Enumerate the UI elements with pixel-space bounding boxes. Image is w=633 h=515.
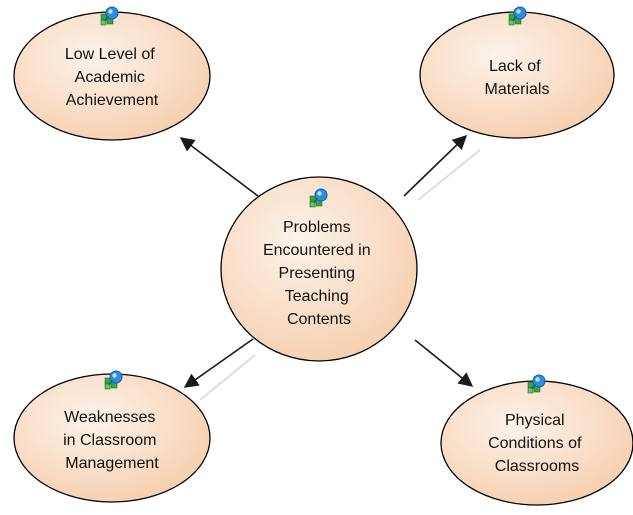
- node-line: Academic: [75, 69, 145, 86]
- center-line: Contents: [287, 311, 351, 328]
- node-line: Weaknesses: [64, 409, 155, 426]
- ghost-line: [417, 149, 481, 201]
- node-ellipse: [419, 11, 615, 139]
- node-line: Physical: [505, 412, 565, 429]
- concept-map-node-icon: [508, 6, 527, 26]
- center-line: Presenting: [279, 265, 356, 282]
- node-line: in Classroom: [63, 432, 156, 449]
- arrow-to-low-level: [179, 137, 259, 197]
- node-physical-conditions-of-classrooms[interactable]: Physical Conditions of Classrooms: [440, 374, 633, 506]
- node-label: Low Level of Academic Achievement: [65, 46, 159, 109]
- concept-map-node-icon: [104, 370, 123, 390]
- node-label: Physical Conditions of Classrooms: [488, 412, 586, 475]
- node-line: Classrooms: [495, 458, 579, 475]
- node-low-level-of-academic-achievement[interactable]: Low Level of Academic Achievement: [13, 6, 211, 141]
- concept-map-node-icon: [309, 188, 328, 208]
- node-line: Low Level of: [65, 46, 155, 63]
- center-line: Teaching: [285, 288, 349, 305]
- node-line: Materials: [485, 81, 550, 98]
- node-line: Management: [65, 455, 159, 472]
- arrow-to-lack-of-materials: [403, 134, 468, 197]
- node-line: Lack of: [489, 58, 541, 75]
- concept-map-node-icon: [527, 374, 546, 394]
- ghost-line: [199, 354, 256, 401]
- arrow-to-physical-conditions: [414, 339, 474, 387]
- center-node-label: Problems Encountered in Presenting Teach…: [263, 219, 375, 328]
- node-label: Lack of Materials: [485, 58, 550, 98]
- node-label: Weaknesses in Classroom Management: [63, 409, 161, 472]
- node-line: Conditions of: [488, 435, 582, 452]
- center-line: Problems: [283, 219, 351, 236]
- center-node-ellipse: [220, 176, 418, 362]
- node-lack-of-materials[interactable]: Lack of Materials: [419, 6, 615, 139]
- node-line: Achievement: [66, 92, 159, 109]
- node-weaknesses-in-classroom-management[interactable]: Weaknesses in Classroom Management: [13, 370, 211, 503]
- concept-map-node-icon: [100, 6, 119, 26]
- arrow-to-weaknesses: [183, 338, 254, 388]
- center-node[interactable]: Problems Encountered in Presenting Teach…: [220, 176, 418, 362]
- center-line: Encountered in: [263, 242, 371, 259]
- connector-arrows: [179, 134, 481, 401]
